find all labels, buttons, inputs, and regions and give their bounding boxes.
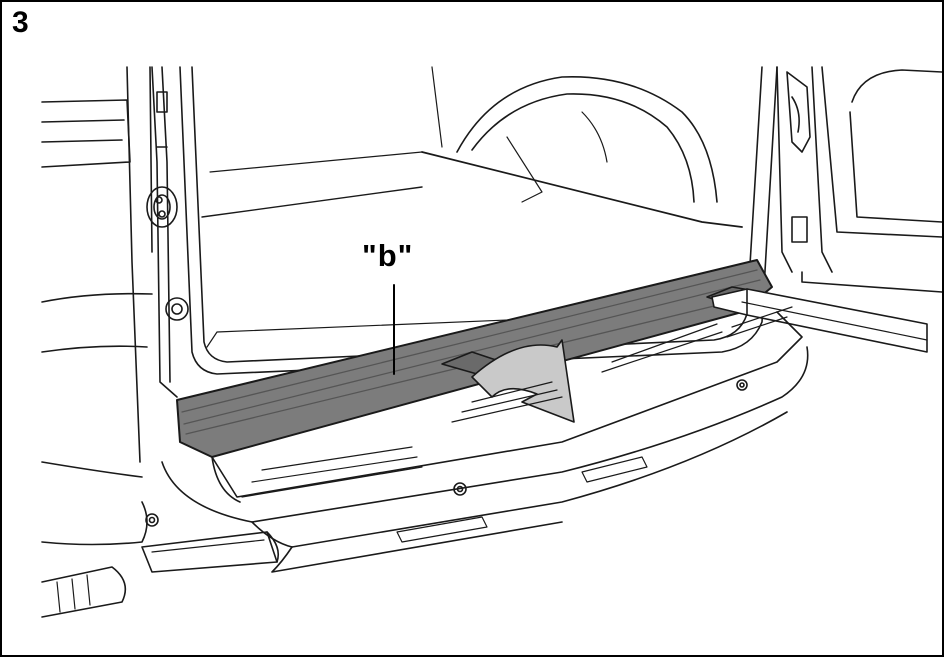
step-number: 3 [12, 6, 29, 39]
left-body-side [41, 66, 153, 546]
rear-bumper [141, 306, 809, 573]
trim-panel-b [176, 259, 773, 458]
left-d-pillar [146, 66, 189, 398]
callout-label-b: "b" [362, 238, 414, 273]
inner-wheel-arch [456, 75, 718, 203]
underbody-exhaust [41, 566, 127, 618]
removal-direction-arrow [471, 339, 575, 423]
right-body-side [776, 66, 942, 293]
pry-tool [711, 288, 928, 353]
